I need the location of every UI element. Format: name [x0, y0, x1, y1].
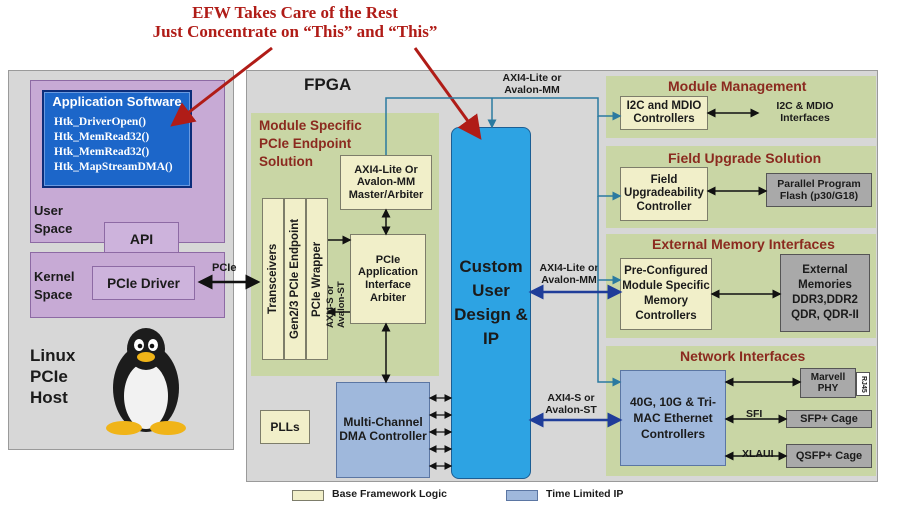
external-memories-box: External Memories DDR3,DDR2 QDR, QDR-II	[780, 254, 870, 332]
dma-box: Multi-Channel DMA Controller	[336, 382, 430, 478]
pcie-driver-box: PCIe Driver	[92, 266, 195, 300]
external-memory-title: External Memory Interfaces	[652, 236, 835, 252]
ethernet-controllers-box: 40G, 10G & Tri-MAC Ethernet Controllers	[620, 370, 726, 466]
header-line2-part2: on “This” and “This”	[276, 22, 438, 41]
field-upgrade-title: Field Upgrade Solution	[668, 150, 822, 166]
i2c-mdio-interfaces-label: I2C & MDIO Interfaces	[776, 100, 834, 125]
function-4: Htk_MapStreamDMA()	[54, 161, 173, 173]
legend-base-label: Base Framework Logic	[332, 488, 447, 500]
field-upgradeability-box: Field Upgradeability Controller	[620, 167, 708, 221]
header-line-2: Just Concentrate on “This” and “This”	[25, 22, 565, 42]
application-software-box: Application Software Htk_DriverOpen() Ht…	[42, 90, 192, 188]
qsfp-cage-box: QSFP+ Cage	[786, 444, 872, 468]
module-management-title: Module Management	[668, 78, 807, 94]
function-3: Htk_MemRead32()	[54, 146, 150, 158]
axi-lite-mid-label: AXI4-Lite or Avalon-MM	[539, 262, 599, 287]
marvell-phy-box: Marvell PHY	[800, 368, 856, 398]
pcie-link-label: PCIe	[212, 262, 237, 274]
red-arrow-right	[413, 47, 482, 140]
memory-controllers-box: Pre-Configured Module Specific Memory Co…	[620, 258, 712, 330]
i2c-mdio-box: I2C and MDIO Controllers	[620, 96, 708, 130]
header-line2-part1: Just	[152, 22, 188, 41]
master-arbiter-box: AXI4-Lite Or Avalon-MM Master/Arbiter	[340, 155, 432, 210]
module-specific-label: Module Specific PCIe Endpoint Solution	[259, 118, 362, 169]
legend-time-swatch	[506, 490, 538, 501]
axi-lite-top-label: AXI4-Lite or Avalon-MM	[502, 72, 562, 97]
red-arrow-left	[170, 46, 273, 127]
fpga-title: FPGA	[304, 75, 352, 94]
rj45-port: RJ45	[856, 372, 870, 396]
function-2: Htk_MemRead32()	[54, 131, 150, 143]
host-label: Linux PCIe Host	[30, 346, 76, 407]
kernel-space-label: Kernel Space	[34, 269, 75, 302]
legend-base-swatch	[292, 490, 324, 501]
function-1: Htk_DriverOpen()	[54, 116, 146, 128]
api-box: API	[104, 222, 179, 256]
header-highlight: Concentrate	[187, 22, 277, 41]
custom-user-design-box: Custom User Design & IP	[451, 127, 531, 479]
legend-time-label: Time Limited IP	[546, 488, 624, 500]
header-line-1: EFW Takes Care of the Rest	[192, 3, 398, 22]
network-title: Network Interfaces	[680, 348, 806, 364]
app-arbiter-box: PCIe Application Interface Arbiter	[350, 234, 426, 324]
user-space-label: User Space	[34, 203, 73, 236]
app-software-title: Application Software	[52, 94, 182, 109]
plls-box: PLLs	[260, 410, 310, 444]
penguin-icon	[106, 328, 186, 435]
